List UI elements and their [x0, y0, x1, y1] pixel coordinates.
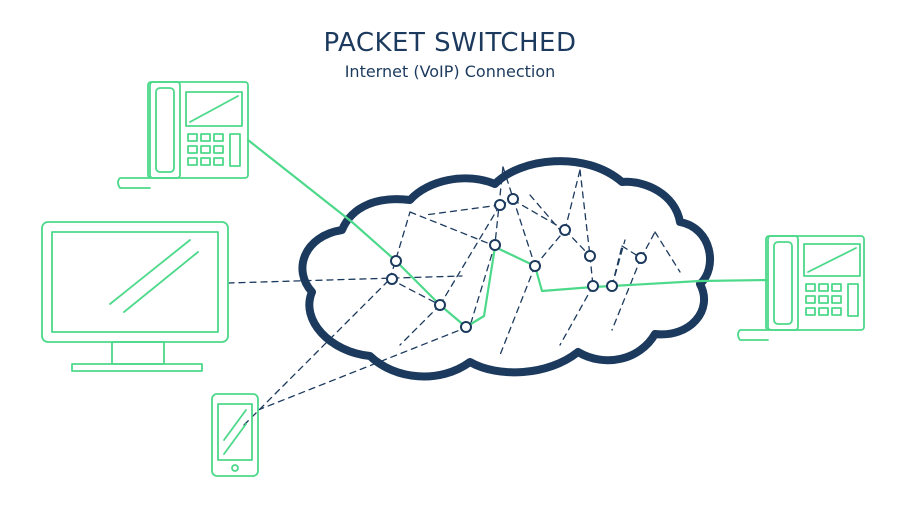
node	[434, 299, 446, 311]
node	[559, 224, 571, 236]
diagram-title: PACKET SWITCHED	[323, 28, 577, 58]
node	[606, 280, 618, 292]
cloud-outline	[298, 157, 714, 381]
node	[587, 280, 599, 292]
network-nodes	[386, 193, 647, 333]
node	[529, 260, 541, 272]
diagram-subtitle: Internet (VoIP) Connection	[344, 62, 556, 81]
computer-monitor-icon	[41, 221, 229, 372]
node	[460, 321, 472, 333]
smartphone-icon	[211, 393, 259, 477]
node	[507, 193, 519, 205]
node	[584, 250, 596, 262]
node	[494, 199, 506, 211]
node	[386, 273, 398, 285]
node	[489, 239, 501, 251]
desk-phone-icon	[117, 81, 249, 189]
node	[390, 255, 402, 267]
dashed-links	[227, 166, 681, 426]
desk-phone-icon	[737, 235, 865, 341]
node	[635, 252, 647, 264]
